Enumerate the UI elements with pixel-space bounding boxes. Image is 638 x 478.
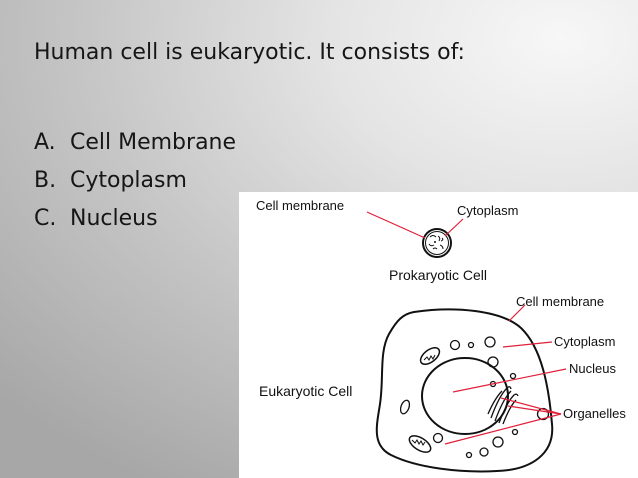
mitochondrion — [419, 346, 441, 366]
list-item-label: Cell Membrane — [70, 130, 237, 155]
prokaryote-cytoplasm-label: Cytoplasm — [457, 203, 518, 218]
slide-heading: Human cell is eukaryotic. It consists of… — [34, 40, 465, 65]
component-list: A. Cell Membrane B. Cytoplasm C. Nucleus — [34, 124, 236, 238]
list-item-letter: C. — [34, 206, 57, 231]
list-item: C. Nucleus — [34, 200, 236, 238]
vesicles — [399, 336, 550, 459]
list-item-letter: B. — [34, 168, 57, 193]
eukaryote-cytoplasm-label: Cytoplasm — [554, 334, 615, 349]
prokaryote-membrane-label: Cell membrane — [256, 198, 344, 213]
list-item-letter: A. — [34, 130, 56, 155]
list-item: A. Cell Membrane — [34, 124, 236, 162]
nucleus-label: Nucleus — [569, 361, 616, 376]
list-item-label: Cytoplasm — [70, 168, 187, 193]
list-item: B. Cytoplasm — [34, 162, 236, 200]
cell-diagram: Cell membrane Cytoplasm Prokaryotic Cell… — [239, 192, 638, 478]
list-item-label: Nucleus — [70, 206, 158, 231]
nucleus — [421, 357, 509, 435]
golgi-apparatus — [487, 386, 519, 425]
prokaryotic-cell-caption: Prokaryotic Cell — [389, 267, 487, 283]
eukaryotic-cell-caption: Eukaryotic Cell — [259, 383, 352, 399]
leader-lines — [366, 211, 567, 445]
organelles-label: Organelles — [563, 406, 626, 421]
mitochondrion — [408, 435, 432, 453]
eukaryotic-cell-membrane — [375, 308, 554, 473]
eukaryote-membrane-label: Cell membrane — [516, 294, 604, 309]
prokaryotic-cell — [422, 228, 452, 258]
cell-diagram-svg: Cell membrane Cytoplasm Prokaryotic Cell… — [256, 198, 626, 473]
